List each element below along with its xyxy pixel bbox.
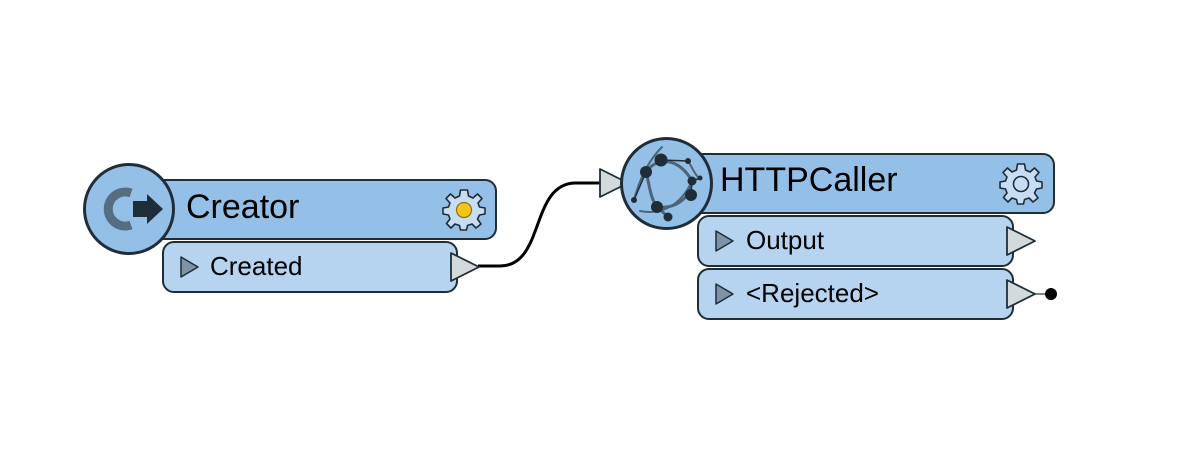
terminator-dot-icon [1045,288,1057,300]
connection-line-created-to-httpcaller[interactable] [478,181,602,268]
input-port-arrow-icon[interactable] [597,166,631,200]
output-port-arrow-icon[interactable] [1004,277,1064,311]
network-globe-icon [631,146,703,222]
output-port-arrow-icon[interactable] [1004,224,1038,258]
gear-icon[interactable] [999,161,1043,205]
output-port-output[interactable] [697,215,1014,267]
output-port-arrow-icon[interactable] [448,250,482,284]
httpcaller-title: HTTPCaller [720,161,898,199]
port-label-rejected: <Rejected> [746,278,879,308]
expand-triangle-icon[interactable] [178,255,202,279]
output-port-rejected[interactable] [697,268,1014,320]
expand-triangle-icon[interactable] [713,229,737,253]
port-label-created: Created [210,251,303,281]
creator-icon [103,187,163,231]
httpcaller-header[interactable] [690,153,1055,214]
expand-triangle-icon[interactable] [713,282,737,306]
port-label-output: Output [746,225,825,255]
gear-icon[interactable] [442,187,486,231]
creator-title: Creator [186,188,300,226]
output-port-created[interactable] [162,241,458,293]
creator-icon-circle[interactable] [83,163,175,255]
